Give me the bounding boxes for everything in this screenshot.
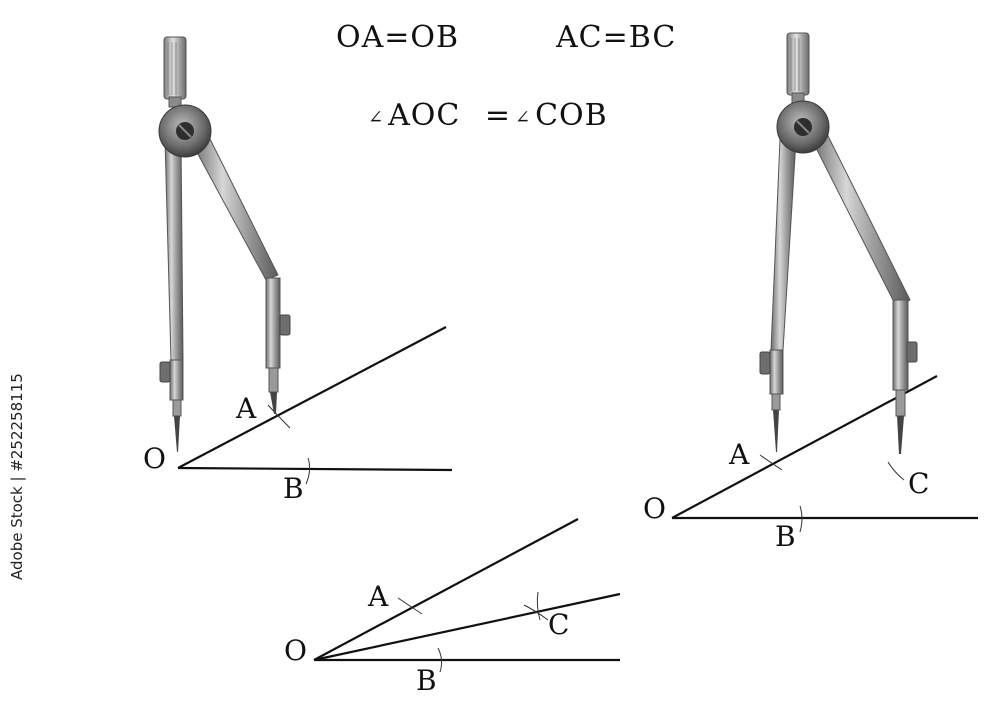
label-b-right: B [775,520,796,553]
equation-angles: ∠AOC =∠COB [368,98,608,133]
angle-symbol: ∠ [515,107,532,128]
compass-handle [163,36,187,100]
compass-leg [811,131,911,307]
label-b-bottom: B [416,664,437,697]
compass-handle [786,32,810,96]
arc-mark-a-left [267,404,291,429]
label-o-left: O [143,442,166,475]
figure-left: O A B [143,36,453,505]
label-o-right: O [643,492,666,525]
arc-mark-b-right [799,505,803,533]
figure-bottom: O A B C [284,518,621,697]
watermark-text: Adobe Stock | #252258115 [8,373,26,580]
compass-leg [770,139,797,351]
angle-cob: COB [535,98,608,133]
ray-ob-left [177,466,453,472]
ray-oa-left [177,326,447,469]
label-b-left: B [283,472,304,505]
compass-right [759,32,918,454]
arc-mark-a-right [759,454,783,471]
arc-mark-a-bottom [397,597,423,615]
watermark: Adobe Stock | #252258115 [8,0,38,707]
angle-aoc: AOC [388,98,461,133]
angle-symbol: ∠ [368,107,385,128]
equals-sign: = [484,98,511,133]
arc-mark-b-left [305,457,311,485]
equation-oa-ob: OA=OB [336,20,460,55]
ray-oa-bottom [313,518,579,661]
label-a-bottom: A [367,580,389,613]
equation-ac-bc: AC=BC [556,20,677,55]
arc-mark-c1-bottom [523,604,549,621]
ray-oa-right [671,375,938,519]
label-a-left: A [235,392,257,425]
label-o-bottom: O [284,634,307,667]
compass-leg [164,139,184,361]
compass-left [158,36,291,452]
figure-right: O A B C [643,32,978,553]
ray-oc-bottom [313,592,621,662]
label-c-right: C [908,467,929,500]
arc-mark-c-right [887,461,905,481]
arc-mark-b-bottom [437,647,443,673]
label-c-bottom: C [548,608,569,641]
label-a-right: A [728,438,750,471]
arc-mark-c2-bottom [536,591,541,621]
compass-leg [192,134,279,281]
